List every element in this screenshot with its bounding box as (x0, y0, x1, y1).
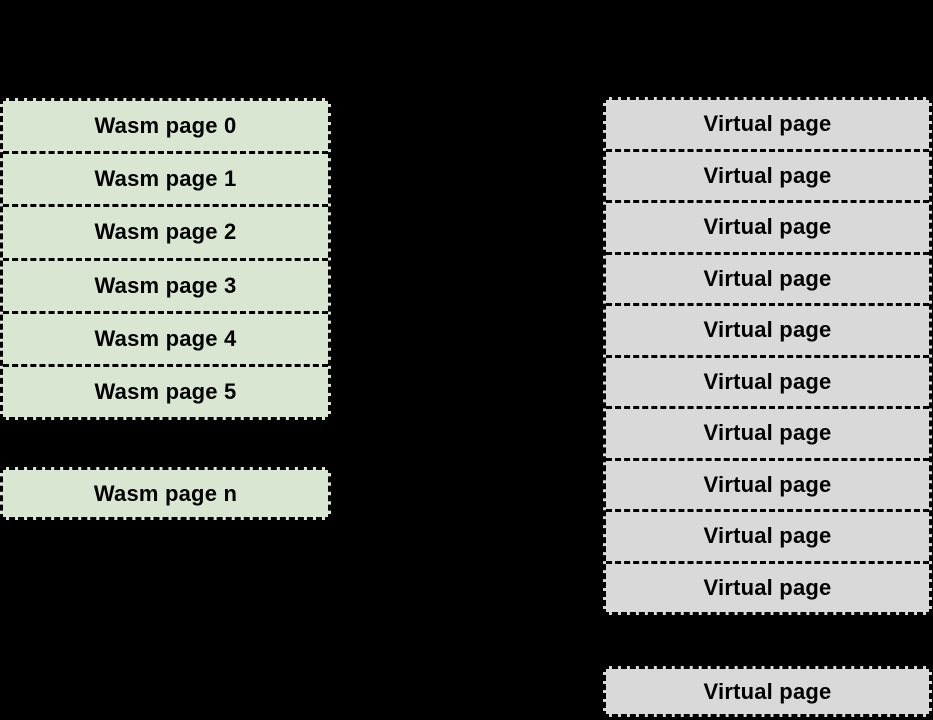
virtual-pages-stack: Virtual page Virtual page Virtual page V… (603, 97, 932, 615)
wasm-pages-stack: Wasm page 0 Wasm page 1 Wasm page 2 Wasm… (0, 98, 331, 420)
virtual-page-cell: Virtual page (606, 457, 929, 510)
virtual-page-extra-box: Virtual page (603, 666, 932, 717)
wasm-page-cell: Wasm page 4 (3, 310, 328, 364)
virtual-page-cell: Virtual page (606, 303, 929, 355)
wasm-page-cell: Wasm page 1 (3, 151, 328, 204)
virtual-page-cell: Virtual page (606, 509, 929, 561)
wasm-page-n-box: Wasm page n (0, 467, 331, 520)
virtual-page-cell: Virtual page (703, 111, 832, 137)
virtual-page-cell: Virtual page (606, 251, 929, 304)
virtual-page-cell: Virtual page (606, 354, 929, 407)
virtual-page-cell: Virtual page (606, 148, 929, 201)
wasm-page-cell: Wasm page 5 (3, 363, 328, 417)
wasm-page-cell: Wasm page 3 (3, 257, 328, 311)
wasm-page-cell: Wasm page n (93, 480, 238, 506)
virtual-page-cell: Virtual page (703, 678, 832, 704)
virtual-page-cell: Virtual page (606, 560, 929, 613)
wasm-page-cell: Wasm page 0 (94, 113, 237, 139)
virtual-page-cell: Virtual page (606, 406, 929, 458)
wasm-page-cell: Wasm page 2 (3, 204, 328, 257)
virtual-page-cell: Virtual page (606, 200, 929, 252)
